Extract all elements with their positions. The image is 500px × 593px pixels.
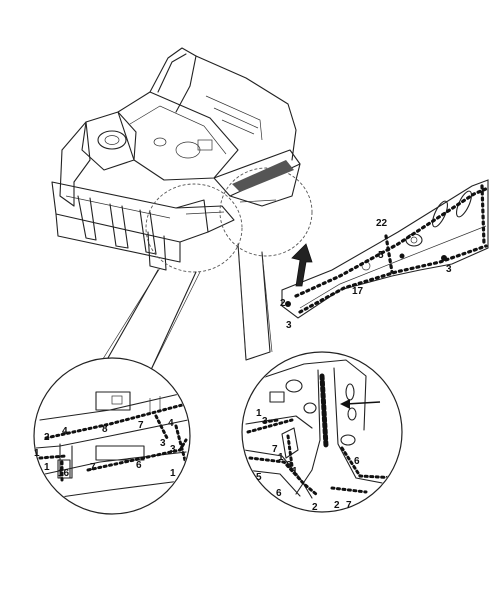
front-body-structure xyxy=(51,47,313,273)
detail-circle-left xyxy=(145,183,243,273)
leader-cone-right xyxy=(237,243,271,361)
callout-left-1b: 1 xyxy=(44,462,50,473)
callout-left-4: 4 xyxy=(62,426,68,437)
callout-left-1a: 1 xyxy=(34,448,40,459)
leader-cone-left xyxy=(99,269,197,373)
callout-left-6: 6 xyxy=(136,460,142,471)
callout-right-7: 7 xyxy=(272,444,278,455)
callout-right-3: 3 xyxy=(262,416,268,427)
callout-left-1c: 1 xyxy=(170,468,176,479)
callout-right-1b: 1 xyxy=(278,452,284,463)
callout-part-22: 22 xyxy=(376,218,388,229)
callout-part-17: 17 xyxy=(352,286,364,297)
callout-left-7a: 7 xyxy=(138,420,144,431)
leader-line-left xyxy=(95,267,201,373)
callout-part-3a: 3 xyxy=(446,264,452,275)
callout-left-16: 16 xyxy=(58,468,70,479)
callout-right-5: 5 xyxy=(256,472,262,483)
callout-part-2: 2 xyxy=(280,298,286,309)
callout-left-4b: 4 xyxy=(168,418,174,429)
callout-part-3b: 3 xyxy=(286,320,292,331)
forward-arrow-icon xyxy=(291,243,313,287)
callout-left-3b: 3 xyxy=(170,444,176,455)
callout-right-2a: 2 xyxy=(312,502,318,513)
weld-pointer-arrow-icon xyxy=(345,401,381,405)
callout-part-5: 5 xyxy=(378,250,384,261)
callout-left-3a: 3 xyxy=(160,438,166,449)
detail-circle-right xyxy=(219,167,313,257)
callout-right-6b: 6 xyxy=(276,488,282,499)
callout-right-6: 6 xyxy=(354,456,360,467)
callout-left-7b: 7 xyxy=(90,462,96,473)
right-detail-view: 1 3 7 1 8 1 6 5 6 2 2 7 xyxy=(241,351,403,513)
left-detail-view: 8 4 2 7 4 3 3 1 1 16 7 6 1 xyxy=(33,357,191,515)
callout-right-1a: 1 xyxy=(256,408,262,419)
callout-right-2b: 2 xyxy=(334,500,340,511)
callout-right-8: 8 xyxy=(286,460,292,471)
callout-right-1c: 1 xyxy=(292,466,298,477)
replacement-rail-part xyxy=(281,179,490,319)
callout-left-2: 2 xyxy=(44,432,50,443)
callout-left-8: 8 xyxy=(102,424,108,435)
callout-right-7b: 7 xyxy=(346,500,352,511)
